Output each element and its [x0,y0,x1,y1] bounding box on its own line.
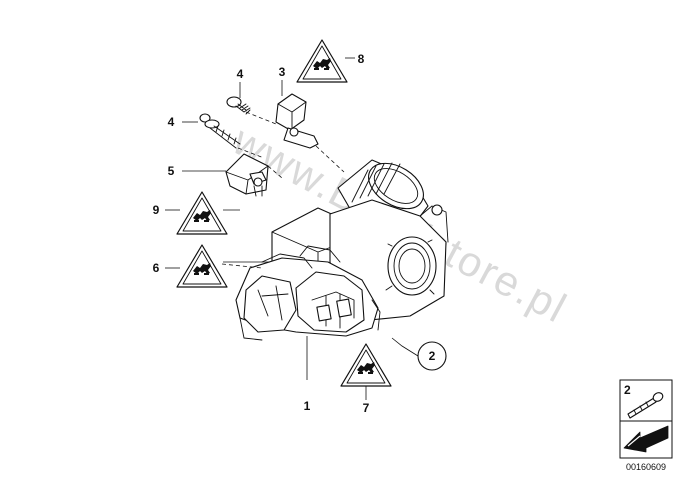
direction-arrow-icon [623,425,669,453]
bolt-icon [627,392,664,419]
sensor-part [275,93,319,149]
callout-2: 2 [429,349,436,363]
torque-warning-icon [340,343,392,387]
torque-warning-icon [296,39,348,83]
torque-warning-icon [176,244,228,288]
callout-5: 5 [168,164,175,178]
legend-bolt-label: 2 [624,383,631,397]
torque-warning-icon [176,191,228,235]
throttle-housing [235,159,449,341]
legend-box: 2 [619,379,673,459]
callout-3: 3 [279,65,286,79]
callout-7: 7 [363,401,370,415]
callout-9: 9 [153,203,160,217]
callout-8: 8 [358,52,365,66]
actuator-part [225,153,269,197]
callout-1: 1 [304,399,311,413]
callout-4-upper: 4 [237,67,244,81]
screw-upper [226,96,251,115]
doc-id: 00160609 [626,462,666,472]
callout-6: 6 [153,261,160,275]
screw-lower [199,113,241,149]
callout-circle [417,341,447,371]
callout-4-lower: 4 [168,115,175,129]
